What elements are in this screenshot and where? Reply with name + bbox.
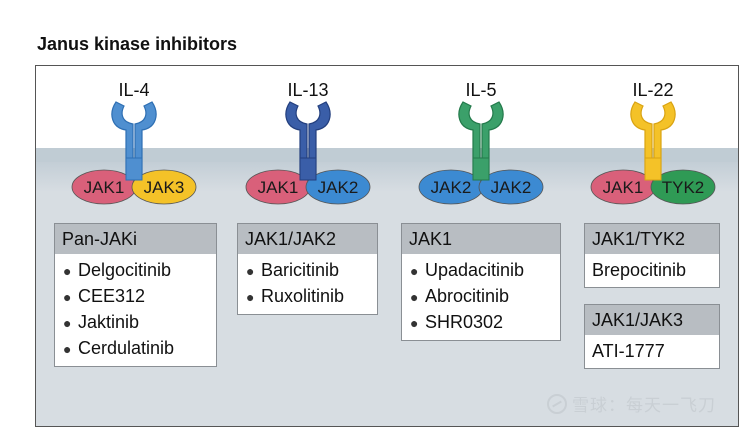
inhibitor-box-jak1-jak2: JAK1/JAK2 ●Baricitinib ●Ruxolitinib: [237, 223, 378, 315]
drug-item: ●Abrocitinib: [410, 286, 510, 306]
inhibitor-box-jak1-tyk2: JAK1/TYK2 Brepocitinib: [584, 223, 720, 288]
drug-item: ●Baricitinib: [246, 260, 340, 280]
jak-label-left: JAK1: [603, 178, 644, 197]
jak-oval-right: [131, 169, 197, 205]
watermark-text: 雪球：每天一飞刀: [572, 396, 716, 416]
inhibitor-box-jak1: JAK1 ●Upadacitinib ●Abrocitinib ●SHR0302: [401, 223, 561, 341]
drug-item: ●Ruxolitinib: [246, 286, 345, 306]
inhibitor-box-header: JAK1/TYK2: [585, 224, 719, 254]
snowball-logo-icon: [547, 393, 567, 414]
watermark: 雪球：每天一飞刀: [547, 391, 716, 416]
receptor-transmembrane: [299, 157, 317, 181]
inhibitor-box-header: JAK1: [402, 224, 560, 254]
jak-oval-right: [305, 169, 371, 205]
drug-item: ATI-1777: [592, 341, 665, 361]
inhibitor-box-header: Pan-JAKi: [55, 224, 216, 254]
jak-label-left: JAK1: [84, 178, 125, 197]
inhibitor-box-header: JAK1/JAK2: [238, 224, 377, 254]
jak-oval-right: [650, 169, 716, 205]
receptor-transmembrane: [472, 157, 490, 181]
drug-item: ●Cerdulatinib: [63, 338, 175, 358]
jak-oval-right: [478, 169, 544, 205]
cytokine-label-il4: IL-4: [118, 80, 150, 100]
drug-item: ●SHR0302: [410, 312, 504, 332]
cell-membrane: [36, 148, 738, 162]
inhibitor-box-pan-jaki: Pan-JAKi ●Delgocitinib ●CEE312 ●Jaktinib…: [54, 223, 217, 367]
receptor-transmembrane: [125, 157, 143, 181]
inhibitor-box-jak1-jak3: JAK1/JAK3 ATI-1777: [584, 304, 720, 369]
jak-label-right: JAK2: [491, 178, 532, 197]
cytokine-label-il22: IL-22: [632, 80, 674, 100]
receptor-transmembrane: [644, 157, 662, 181]
jak-label-left: JAK1: [258, 178, 299, 197]
drug-item: ●Jaktinib: [63, 312, 140, 332]
cytokine-label-il5: IL-5: [465, 80, 497, 100]
inhibitor-box-header: JAK1/JAK3: [585, 305, 719, 335]
drug-item: ●Upadacitinib: [410, 260, 525, 280]
jak-label-right: TYK2: [662, 178, 705, 197]
drug-item: ●Delgocitinib: [63, 260, 172, 280]
jak-label-left: JAK2: [431, 178, 472, 197]
cytokine-label-il13: IL-13: [287, 80, 329, 100]
drug-item: ●CEE312: [63, 286, 146, 306]
figure-title: Janus kinase inhibitors: [37, 34, 238, 54]
jak-label-right: JAK3: [144, 178, 185, 197]
jak-label-right: JAK2: [318, 178, 359, 197]
receptor-layer: JAK1 JAK3 JAK1 JAK2 JAK2 JAK2 JAK1 TYK2: [71, 101, 716, 205]
drug-item: Brepocitinib: [592, 260, 687, 280]
